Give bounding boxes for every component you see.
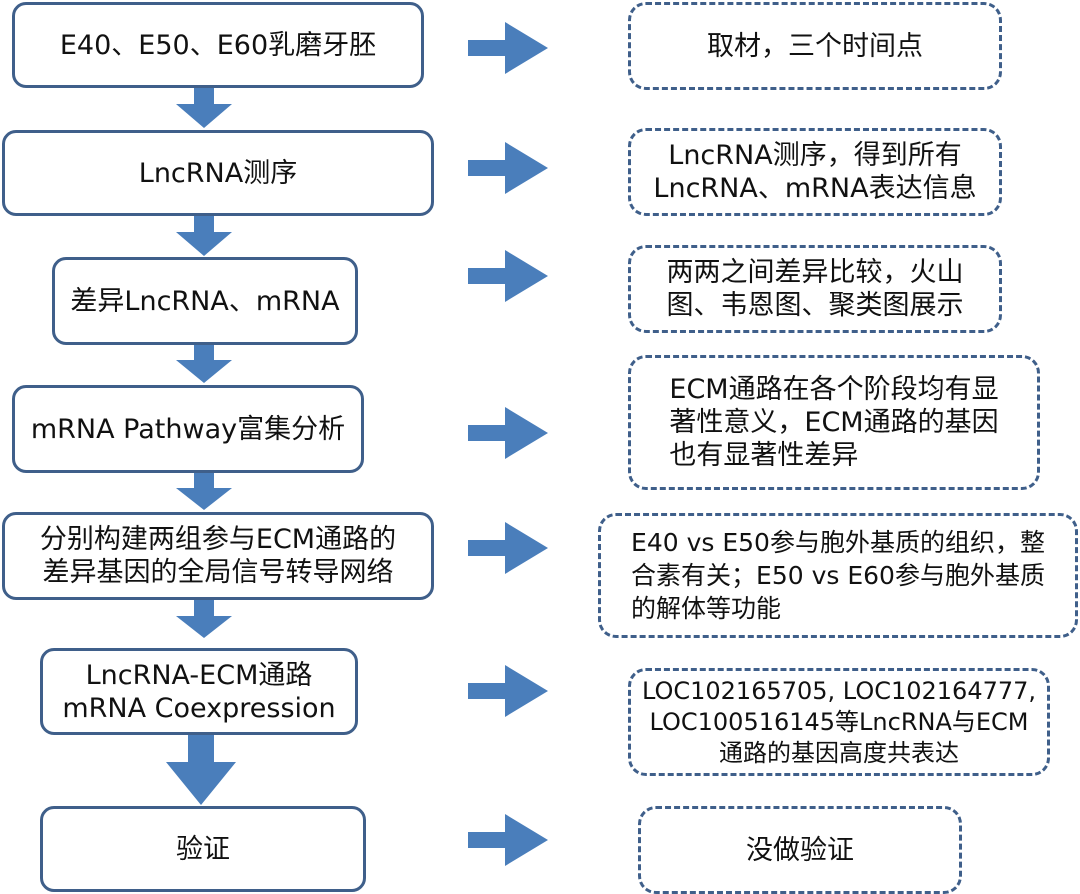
step-box-3: 差异LncRNA、mRNA [52,257,358,345]
note-box-7: 没做验证 [638,806,962,894]
step-label: E40、E50、E60乳磨牙胚 [59,29,377,61]
right-arrow [468,250,548,302]
note-label: 没做验证 [746,834,854,866]
step-label: mRNA Pathway富集分析 [30,413,346,445]
note-label: E40 vs E50参与胞外基质的组织，整合素有关；E50 vs E60参与胞外… [631,528,1045,623]
down-arrow [176,473,232,510]
note-label: LOC102165705, LOC102164777,LOC100516145等… [641,676,1037,767]
right-arrow [468,407,548,459]
note-label: ECM通路在各个阶段均有显著性意义，ECM通路的基因也有显著性差异 [669,374,999,471]
note-box-6: LOC102165705, LOC102164777,LOC100516145等… [628,668,1050,776]
step-label: 分别构建两组参与ECM通路的差异基因的全局信号转导网络 [39,524,397,588]
down-arrow [176,88,232,128]
note-label: 两两之间差异比较，火山图、韦恩图、聚类图展示 [666,257,964,321]
down-arrow [176,345,232,383]
step-label: 差异LncRNA、mRNA [70,285,340,317]
note-box-5: E40 vs E50参与胞外基质的组织，整合素有关；E50 vs E60参与胞外… [598,513,1078,638]
step-box-2: LncRNA测序 [2,130,434,216]
right-arrow [468,522,548,574]
right-arrow [468,814,548,866]
step-box-1: E40、E50、E60乳磨牙胚 [12,2,424,88]
right-arrow [468,665,548,717]
down-arrow [176,600,232,638]
step-box-7: 验证 [40,806,366,892]
down-arrow [166,735,236,805]
step-label: LncRNA测序 [138,157,298,189]
note-box-1: 取材，三个时间点 [628,2,1002,90]
right-arrow [468,22,548,74]
down-arrow [176,216,232,256]
note-label: 取材，三个时间点 [707,30,923,62]
step-label: 验证 [176,833,230,865]
note-box-3: 两两之间差异比较，火山图、韦恩图、聚类图展示 [628,245,1002,333]
right-arrow [468,142,548,194]
step-box-5: 分别构建两组参与ECM通路的差异基因的全局信号转导网络 [2,512,434,600]
step-box-4: mRNA Pathway富集分析 [12,385,364,473]
note-box-4: ECM通路在各个阶段均有显著性意义，ECM通路的基因也有显著性差异 [628,355,1040,490]
